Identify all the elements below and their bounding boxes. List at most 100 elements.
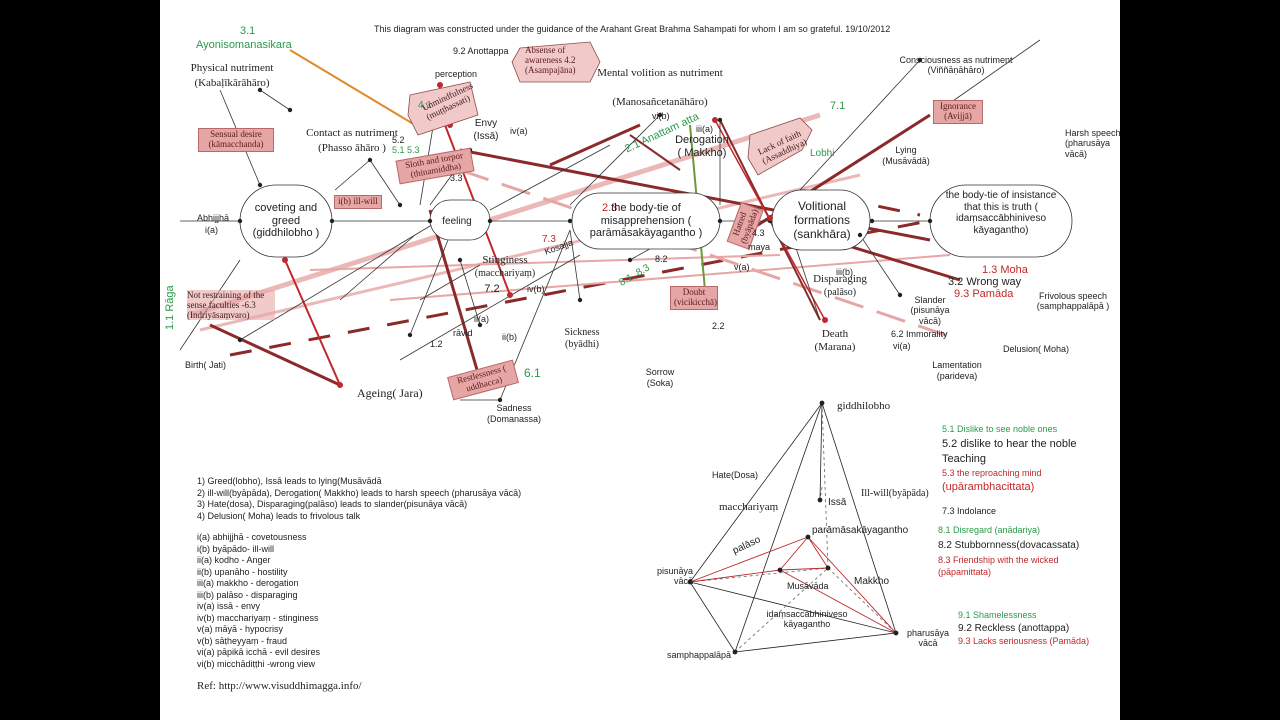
- raga-label: 1.1 Rāga: [164, 285, 176, 330]
- abbr-item: v(a) māyā - hypocrisy: [197, 624, 284, 634]
- lying-pali: (Musāvādā): [882, 156, 930, 166]
- abbr-item: iv(b) macchariyaṃ - stinginess: [197, 612, 319, 623]
- pyr-macchariyam: macchariyaṃ: [719, 501, 779, 513]
- reference-link[interactable]: Ref: http://www.visuddhimagga.info/: [197, 680, 362, 692]
- maya-label: maya: [748, 242, 771, 252]
- right-legend-item: 9.2 Reckless (anottappa): [958, 623, 1070, 634]
- num-7-1: 7.1: [830, 100, 846, 112]
- credit-text: This diagram was constructed under the g…: [374, 24, 891, 34]
- ravid-label: rāvid: [453, 328, 473, 338]
- pyr-samphappalapa: samphappalāpā: [667, 650, 732, 660]
- lackfaith-shape: [747, 117, 813, 176]
- ill-will-box: i(b) ill-will: [334, 195, 382, 209]
- envy-label: Envy: [474, 118, 498, 129]
- abbr-item: i(b) byāpādo- ill-will: [197, 543, 275, 554]
- red-dots: [282, 82, 828, 388]
- pyr-makkho: Makkho: [854, 576, 890, 587]
- disparaging-pali: (palāso): [823, 287, 857, 298]
- num-5-2: 5.2: [392, 135, 405, 145]
- num-4-3: 4.3: [752, 228, 765, 238]
- sloth-number: 5.1 5.3: [392, 145, 420, 155]
- ignorance-box: Ignorance (Avijjā): [933, 100, 983, 124]
- pyr-paramasa: parāmāsakāyagantho: [812, 525, 909, 536]
- feeling-label: feeling: [442, 216, 472, 227]
- v-a-label: v(a): [734, 262, 750, 272]
- pyr-musavada: Musāvāda: [787, 581, 829, 591]
- abbr-item: v(b) sāṭheyyaṃ - fraud: [197, 635, 288, 646]
- abbr-item: ii(a) kodho - Anger: [197, 555, 271, 565]
- num-1-2: 1.2: [430, 339, 443, 349]
- doubt-box: Doubt (vicikicchā): [670, 286, 718, 310]
- bodytie-number: 2.3: [602, 202, 618, 214]
- wrong-way-label: 3.2 Wrong way: [948, 276, 1022, 288]
- lamentation-label: Lamentation: [932, 360, 982, 370]
- pink-line-2: [199, 173, 861, 332]
- right-legend-item: 5.3 the reproaching mind: [942, 468, 1042, 478]
- ageing-label: Ageing( Jara): [357, 386, 423, 400]
- moha-label: 1.3 Moha: [982, 264, 1028, 276]
- abbr-item: iii(a) makkho - derogation: [197, 578, 299, 588]
- abhijjha-label: Abhijjhā: [197, 213, 230, 223]
- num-6-1: 6.1: [524, 366, 541, 380]
- coveting-label: coveting and greed (giddhilobho ): [252, 202, 320, 240]
- not-restraining-label: Not restraining of the sense faculties -…: [187, 290, 275, 320]
- maroon-line-4: [629, 134, 681, 171]
- vi-a-label: vi(a): [893, 341, 911, 351]
- stinginess-pali: (macchariyaṃ): [474, 268, 536, 279]
- pamada-label: 9.3 Pamāda: [954, 288, 1014, 300]
- volitional-label: Volitional formations (sankhāra): [793, 199, 851, 241]
- consciousness-label: Consciousness as nutriment (Viññāṇāhāro): [899, 55, 1013, 76]
- abbr-item: vi(a) pāpikā icchā - evil desires: [197, 647, 321, 657]
- num-2-2: 2.2: [712, 321, 725, 331]
- abbr-item: ii(b) upanāho - hostility: [197, 566, 288, 577]
- right-legend-item: 9.3 Lacks seriousness (Pamāda): [958, 636, 1090, 646]
- right-legend-item: 8.3 Friendship with the wicked (pāpamitt…: [938, 555, 1059, 577]
- sickness-pali: (byādhi): [565, 339, 599, 350]
- pyramid: [687, 400, 899, 655]
- harsh-speech-label: Harsh speech (pharusāya vācā): [1065, 128, 1120, 159]
- birth-label: Birth( Jati): [185, 360, 227, 370]
- right-legend-item: 8.2 Stubbornness(dovacassata): [938, 540, 1080, 551]
- maroon-line-7: [428, 209, 482, 381]
- perception-label: perception: [435, 69, 478, 79]
- rules-list: 1) Greed(lobho), Issā leads to lying(Mus…: [197, 476, 521, 522]
- right-legend-item: 5.1 Dislike to see noble ones: [942, 424, 1058, 434]
- death-pali: (Marana): [814, 341, 856, 353]
- frivolous-label: Frivolous speech (samphappalāpā ): [1036, 291, 1110, 312]
- iv-b-label: iv(b): [527, 284, 545, 294]
- bodytie-label: the body-tie of misapprehension ( parāmā…: [589, 202, 703, 240]
- mental-volition-label: Mental volition as nutriment: [597, 67, 723, 79]
- physical-nutriment-label: Physical nutriment: [190, 62, 274, 74]
- insistance-label: the body-tie of insistance that this is …: [945, 190, 1057, 236]
- num-8-2: 8.2: [655, 254, 668, 264]
- abbr-item: iii(b) palāso - disparaging: [197, 589, 298, 600]
- pyr-pisunaya: pisunāya vācā: [656, 566, 693, 587]
- absense-label: Absense of awareness 4.2 (Asampajāna): [525, 45, 576, 75]
- right-legend-item: 8.1 Disregard (anādariya): [938, 525, 1041, 535]
- derogation-pali: ( Makkho): [677, 147, 727, 159]
- iii-b-label: iii(b): [836, 267, 853, 277]
- abbr-item: vi(b) micchādiṭṭhi -wrong view: [197, 658, 316, 669]
- orange-line: [289, 49, 416, 126]
- num-7-2: 7.2: [484, 283, 500, 295]
- abbr-item: i(a) abhijjhā - covetousness: [197, 532, 307, 542]
- right-legend-item: 7.3 Indolance: [942, 506, 997, 516]
- right-legend-item: 9.1 Shamelessness: [958, 610, 1037, 620]
- right-legend-item: (upārambhacittata): [942, 481, 1035, 493]
- num-7-3: 7.3: [542, 234, 556, 245]
- abbreviations-list: i(a) abhijjhā - covetousness i(b) byāpād…: [197, 532, 320, 670]
- abbr-item: iv(a) issā - envy: [197, 601, 261, 611]
- rule-item: 2) ill-will(byāpāda), Derogation( Makkho…: [197, 487, 522, 498]
- diagram-page: This diagram was constructed under the g…: [160, 0, 1120, 720]
- maroon-line-8: [209, 323, 341, 387]
- ii-b-label: ii(b): [502, 332, 517, 342]
- pyr-pharusaya: pharusāya vācā: [906, 628, 950, 649]
- physical-nutriment-pali: (Kabaḷīkārāhāro): [194, 77, 270, 89]
- sorrow-label: Sorrow: [645, 367, 675, 377]
- pink-line-4: [389, 254, 951, 301]
- ayoniso-label: Ayonisomanasikara: [196, 39, 292, 51]
- rule-item: 1) Greed(lobho), Issā leads to lying(Mus…: [197, 476, 382, 486]
- contact-label: Contact as nutriment: [306, 127, 398, 139]
- pyr-issa: Issā: [828, 497, 847, 508]
- i-a-label: i(a): [205, 225, 218, 235]
